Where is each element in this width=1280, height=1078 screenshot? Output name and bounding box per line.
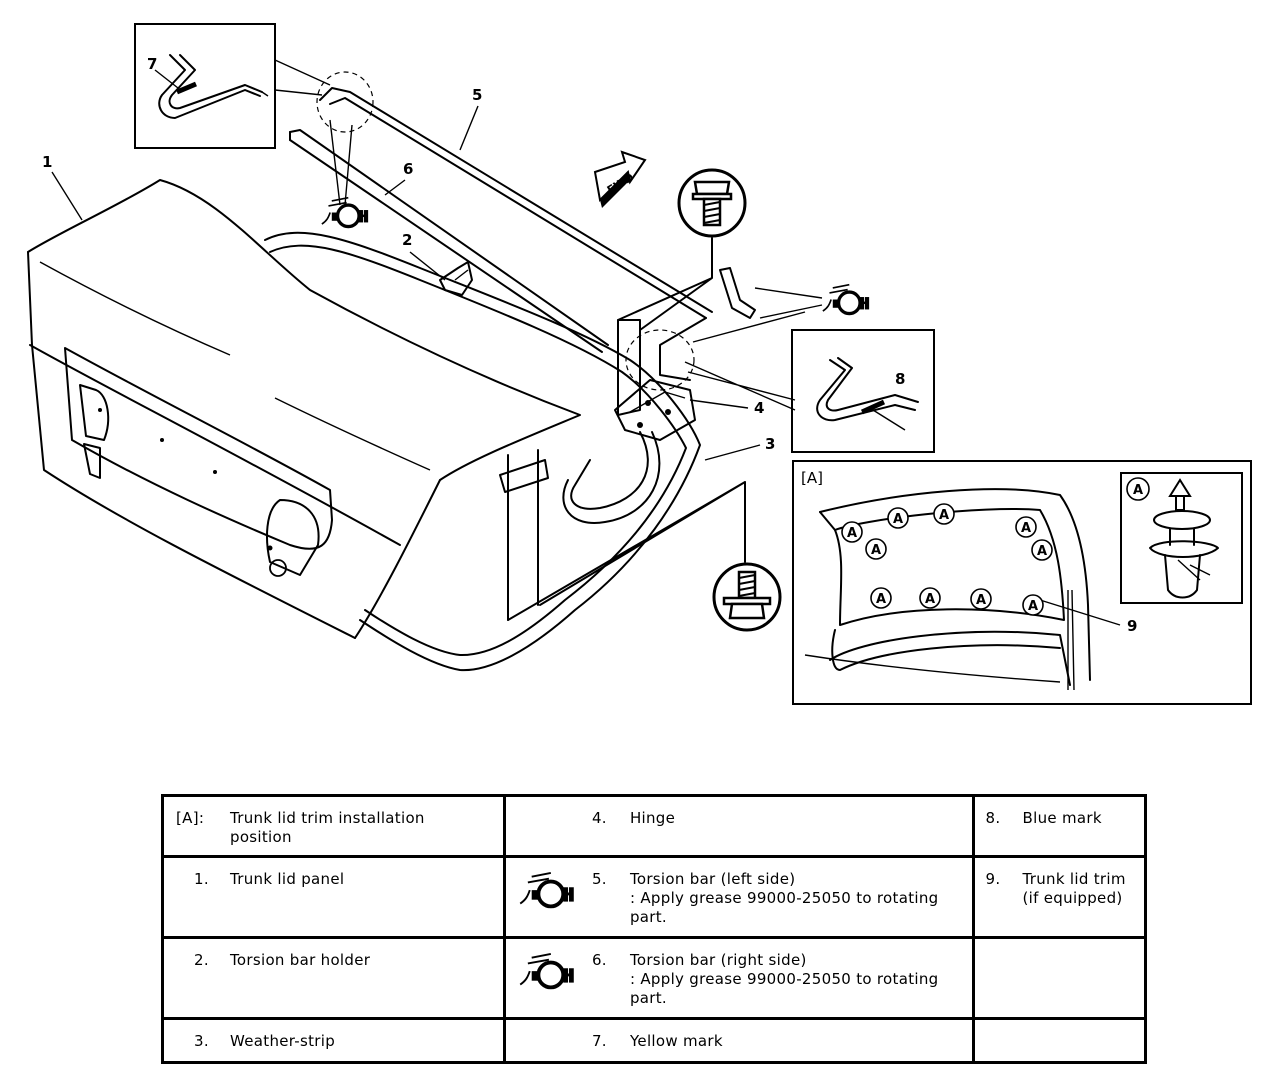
legend-label: 7.	[591, 1032, 607, 1050]
trunk-lid-diagram: FWD 7 8 E 1 2 3 4 5 6	[27, 23, 1252, 705]
legend-text: Torsion bar holder	[230, 951, 371, 969]
torsion-bar-holder	[439, 261, 473, 296]
legend-label: 3.	[194, 1032, 209, 1050]
legend-label: 5.	[591, 870, 607, 888]
clip-a-marker: A	[939, 508, 949, 523]
legend-text: Trunk lid trim	[1022, 870, 1126, 888]
clip-a-marker: A	[847, 526, 857, 541]
callout-2: 2	[402, 231, 412, 249]
legend-label: 2.	[194, 951, 209, 969]
legend-label: 1.	[194, 870, 209, 888]
callout-4: 4	[754, 399, 764, 417]
clip-a-marker: A	[876, 592, 886, 607]
legend-label: 8.	[985, 809, 1001, 827]
clip-a-marker: A	[1037, 544, 1047, 559]
legend-text: Torsion bar (right side)	[629, 951, 807, 969]
weather-strip	[264, 231, 701, 672]
legend-cell: 3. Weather-strip	[161, 1017, 506, 1064]
clip-a-marker: A	[1133, 483, 1143, 498]
legend-cell: 5. Torsion bar (left side) : Apply greas…	[502, 855, 975, 939]
legend-text: position	[230, 828, 292, 846]
fwd-arrow-icon: FWD	[593, 150, 647, 208]
legend-label: 4.	[591, 809, 607, 827]
clip-a-marker: A	[893, 512, 903, 527]
grease-letter: E	[336, 222, 337, 224]
legend-label: 6.	[591, 951, 607, 969]
clip-a-marker: A	[976, 593, 986, 608]
legend-text: Trunk lid trim installation	[230, 809, 425, 827]
washer-bolt-icon	[712, 562, 782, 632]
callout-1: 1	[42, 153, 52, 171]
legend-cell: 2. Torsion bar holder	[161, 936, 506, 1020]
legend-cell	[971, 1017, 1148, 1064]
torsion-bar-right	[289, 129, 756, 353]
legend-text: Hinge	[629, 809, 676, 827]
hinge	[499, 319, 696, 621]
legend-text: part.	[629, 908, 667, 926]
callout-9: 9	[1127, 617, 1137, 635]
legend-text: Weather-strip	[230, 1032, 336, 1050]
trunk-lid-panel	[27, 179, 581, 639]
clip-detail: A	[1120, 472, 1243, 604]
legend-cell	[971, 936, 1148, 1020]
torsion-bar-left	[319, 87, 713, 381]
legend-cell: 6. Torsion bar (right side) : Apply grea…	[502, 936, 975, 1020]
clip-a-marker: A	[1028, 599, 1038, 614]
legend-text: (if equipped)	[1022, 889, 1123, 907]
grease-e-icon	[820, 283, 872, 316]
legend-label: [A]:	[176, 809, 205, 827]
legend-text: Torsion bar (left side)	[629, 870, 796, 888]
legend-cell: 4. Hinge	[502, 794, 975, 858]
legend-text: Yellow mark	[629, 1032, 723, 1050]
clip-a-marker: A	[871, 543, 881, 558]
clip-a-marker: A	[925, 592, 935, 607]
legend-text: part.	[629, 989, 667, 1007]
legend-cell: 1. Trunk lid panel	[161, 855, 506, 939]
legend-table: [A]: Trunk lid trim installation positio…	[161, 794, 1148, 1064]
legend-cell: 8. Blue mark	[971, 794, 1148, 858]
callout-6: 6	[403, 160, 413, 178]
legend-text: : Apply grease 99000-25050 to rotating	[629, 889, 939, 907]
callout-3: 3	[765, 435, 775, 453]
legend-label: 9.	[985, 870, 1001, 888]
flange-bolt-icon	[677, 168, 747, 238]
inset-blue-mark: 8	[791, 329, 935, 453]
legend-cell: 7. Yellow mark	[502, 1017, 975, 1064]
inset-label: [A]	[801, 469, 823, 487]
callout-8: 8	[895, 370, 905, 388]
legend-cell: [A]: Trunk lid trim installation positio…	[161, 794, 506, 858]
legend-text: : Apply grease 99000-25050 to rotating	[629, 970, 939, 988]
callout-5: 5	[472, 86, 482, 104]
callout-7: 7	[147, 55, 157, 73]
legend-text: Trunk lid panel	[230, 870, 345, 888]
up-arrow-icon	[1168, 478, 1192, 511]
grease-e-icon	[518, 952, 576, 990]
clip-a-marker: A	[1021, 521, 1031, 536]
legend-cell: 9. Trunk lid trim (if equipped)	[971, 855, 1148, 939]
inset-yellow-mark: 7	[134, 23, 276, 149]
grease-e-icon	[518, 871, 576, 909]
legend-text: Blue mark	[1022, 809, 1102, 827]
